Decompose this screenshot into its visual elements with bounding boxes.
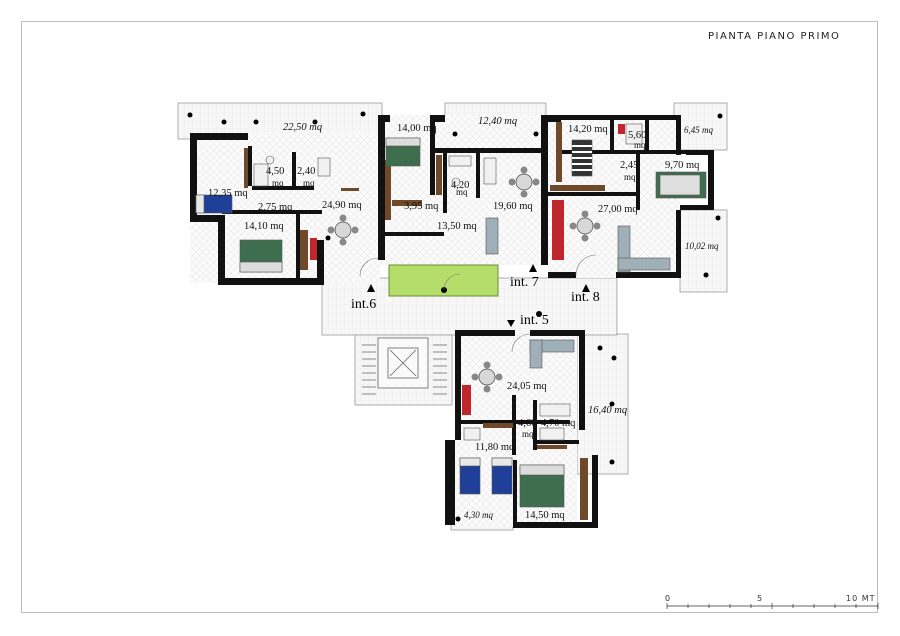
area-room-bedroom-1: 12,35 mq (208, 188, 248, 199)
door-swings (359, 254, 597, 353)
area-terrace-top-left: 22,50 mq (283, 122, 323, 133)
area-terrace-bottom-left: 4,30 mq (464, 510, 493, 520)
area-terrace-top-middle: 12,40 mq (478, 116, 518, 127)
red-accents (310, 124, 625, 415)
entrance-arrows (367, 264, 590, 327)
unit-label-int5: int. 5 (520, 313, 549, 328)
area-room-hall-int8: 2,45 (620, 160, 639, 171)
area-room-hall-int5: 4,60 (518, 418, 537, 429)
area-room-bath-1-unit: mq (272, 178, 284, 188)
area-room-bedroom-2: 14,10 mq (244, 221, 284, 232)
drawing-frame (21, 21, 878, 613)
area-room-bedroom-2-int8: 9,70 mq (665, 160, 700, 171)
scale-label-five: 5 (757, 594, 764, 603)
area-room-bath-1: 4,50 (266, 166, 285, 177)
area-room-bedroom-int7: 14,00 mq (397, 123, 437, 134)
area-room-bath-int7: 4,20 (451, 180, 470, 191)
area-room-kitchen-int7: 19,60 mq (493, 201, 533, 212)
area-room-bedroom-int8: 14,20 mq (568, 124, 608, 135)
unit-label-int7: int. 7 (510, 275, 539, 290)
area-terrace-right: 10,02 mq (685, 241, 719, 251)
area-room-bath-int8: 5,60 (628, 130, 647, 141)
drawing-title: PIANTA PIANO PRIMO (708, 31, 841, 42)
area-room-closet-int7: 3,95 mq (404, 201, 439, 212)
area-room-bath-int5: 4,70 mq (541, 418, 576, 429)
area-room-bedroom-1-int5: 11,80 mq (475, 442, 515, 453)
area-room-bath-int8-unit: mq (634, 140, 646, 150)
terrace-posts (187, 111, 723, 522)
area-room-hall: 2,75 mq (258, 202, 293, 213)
area-terrace-top-right: 6,45 mq (684, 125, 713, 135)
area-room-bath-2-unit: mq (303, 178, 315, 188)
area-room-bath-2: 2,40 (297, 166, 316, 177)
area-terrace-lower-right: 16,40 mq (588, 405, 628, 416)
unit-label-int6: int.6 (351, 297, 377, 312)
area-room-hall-int5-unit: mq (522, 429, 534, 439)
chairs (327, 166, 601, 393)
scale-bar (666, 603, 879, 609)
scale-label-zero: 0 (665, 594, 672, 603)
area-room-living-int6: 24,90 mq (322, 200, 362, 211)
sofas (485, 217, 671, 369)
walls (190, 115, 714, 528)
area-room-living-int7: 13,50 mq (437, 221, 477, 232)
dining-tables (334, 173, 594, 386)
unit-label-int8: int. 8 (571, 290, 600, 305)
area-room-living-int5: 24,05 mq (507, 381, 547, 392)
terrace-right (679, 209, 728, 293)
cabinets (244, 122, 605, 520)
area-room-bath-int7-unit: mq (456, 187, 468, 197)
beds (195, 137, 707, 508)
area-room-hall-int8-unit: mq (624, 172, 636, 182)
bath-fixtures (253, 123, 643, 441)
area-room-living-int8: 27,00 mq (598, 204, 638, 215)
scale-label-ten: 10 MT (846, 594, 876, 603)
stairs (362, 337, 447, 395)
area-room-bedroom-2-int5: 14,50 mq (525, 510, 565, 521)
